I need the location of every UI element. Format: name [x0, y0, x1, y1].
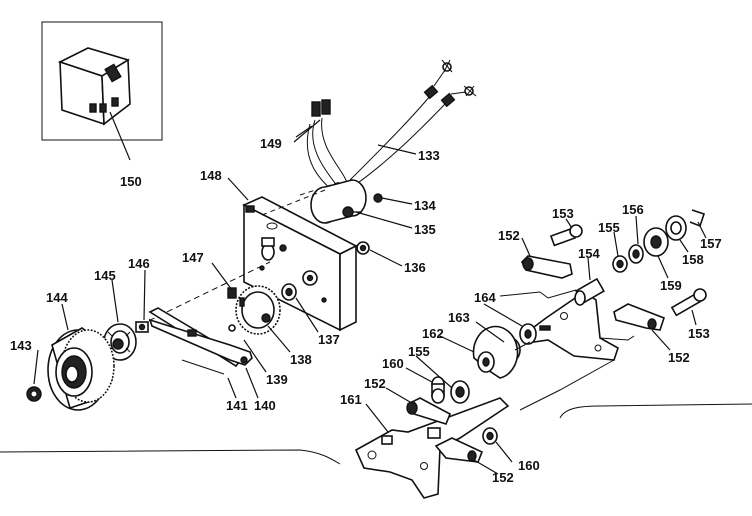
- label-147: 147: [182, 250, 204, 265]
- spacer-154: [574, 277, 605, 306]
- knob-143: [26, 386, 42, 402]
- wire-harness: [306, 59, 477, 193]
- drum-144: [47, 327, 115, 411]
- label-157: 157: [700, 236, 722, 251]
- spacer-164: [519, 323, 537, 345]
- washer-155-lower: [450, 380, 470, 404]
- cam-162: [472, 325, 519, 379]
- link-152-right: [613, 303, 665, 331]
- label-146: 146: [128, 256, 150, 271]
- label-152-right: 152: [668, 350, 690, 365]
- surface-line-right: [559, 403, 752, 419]
- pinion-147: [261, 237, 287, 261]
- link-152-lower: [434, 437, 484, 463]
- washers-155-156: [612, 244, 644, 273]
- gear-138: [235, 285, 281, 335]
- label-153-upper: 153: [552, 206, 574, 221]
- label-133: 133: [418, 148, 440, 163]
- cam-159: [643, 227, 669, 257]
- label-148: 148: [200, 168, 222, 183]
- label-161: 161: [340, 392, 362, 407]
- guide-lines-right: [499, 289, 635, 411]
- bolt-153-right: [670, 288, 707, 317]
- link-152-upper-left: [521, 255, 573, 279]
- label-156: 156: [622, 202, 644, 217]
- label-163: 163: [448, 310, 470, 325]
- leader-lines: [33, 119, 707, 475]
- screw-146: [135, 321, 149, 333]
- label-140: 140: [254, 398, 276, 413]
- lever-139: [148, 307, 253, 368]
- label-143: 143: [10, 338, 32, 353]
- inset-box: [41, 21, 163, 161]
- label-137: 137: [318, 332, 340, 347]
- bolt-153-upper: [549, 224, 583, 247]
- label-145: 145: [94, 268, 116, 283]
- connector-block-150: [57, 47, 131, 126]
- nut-136: [356, 241, 370, 255]
- label-144: 144: [46, 290, 68, 305]
- label-150: 150: [120, 174, 142, 189]
- label-138: 138: [290, 352, 312, 367]
- label-134: 134: [414, 198, 436, 213]
- label-152-lower: 152: [492, 470, 514, 485]
- bracket-upper: [529, 291, 619, 361]
- label-155-upper: 155: [598, 220, 620, 235]
- label-164: 164: [474, 290, 496, 305]
- label-162: 162: [422, 326, 444, 341]
- screw-134: [373, 193, 383, 203]
- label-154: 154: [578, 246, 600, 261]
- label-160-lower: 160: [518, 458, 540, 473]
- label-152-left: 152: [364, 376, 386, 391]
- pin-141: [181, 359, 225, 375]
- clip-157: [689, 209, 706, 228]
- link-152-left: [406, 397, 452, 425]
- hub-158: [665, 215, 687, 241]
- clip: [227, 287, 237, 299]
- washer-small: [228, 324, 236, 332]
- label-160-upper: 160: [382, 356, 404, 371]
- bushing-160-upper: [431, 376, 445, 404]
- label-141: 141: [226, 398, 248, 413]
- label-135: 135: [414, 222, 436, 237]
- label-136: 136: [404, 260, 426, 275]
- motor-135: [310, 179, 367, 224]
- label-155-lower: 155: [408, 344, 430, 359]
- label-158: 158: [682, 252, 704, 267]
- label-159: 159: [660, 278, 682, 293]
- label-153-right: 153: [688, 326, 710, 341]
- label-149: 149: [260, 136, 282, 151]
- surface-line-left: [0, 449, 341, 465]
- part-labels: 150 149 133 148 134 135 136 147 146 145 …: [10, 136, 722, 485]
- bushing-137: [281, 283, 297, 301]
- label-139: 139: [266, 372, 288, 387]
- bushing-160-lower: [482, 427, 498, 445]
- label-152-upper: 152: [498, 228, 520, 243]
